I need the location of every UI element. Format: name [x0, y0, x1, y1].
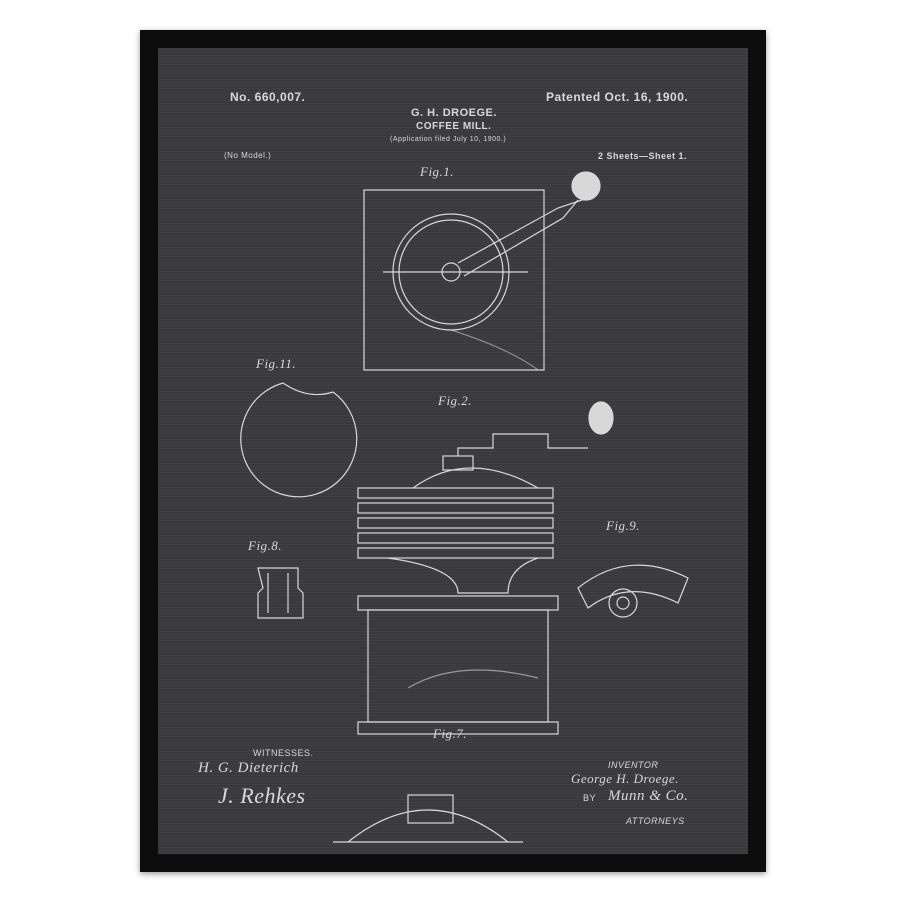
- fig-11-drawing: [240, 382, 358, 498]
- fig-2-label: Fig.2.: [438, 393, 473, 408]
- fig-1-drawing: [363, 171, 601, 371]
- fig-8-label: Fig.8.: [248, 538, 283, 553]
- patent-date: Patented Oct. 16, 1900.: [546, 90, 689, 104]
- fig-7-drawing: [333, 794, 523, 843]
- model-note: (No Model.): [224, 151, 272, 160]
- attorney-signature: Munn & Co.: [608, 788, 689, 804]
- witnesses-label: WITNESSES.: [253, 748, 314, 758]
- patent-drawings: [240, 171, 689, 843]
- sheet-note: 2 Sheets—Sheet 1.: [598, 151, 688, 161]
- fig-1-label: Fig.1.: [420, 164, 455, 179]
- fig-9-label: Fig.9.: [606, 518, 641, 533]
- inventor-label: INVENTOR: [608, 760, 659, 770]
- by-label: BY: [583, 793, 597, 803]
- application-note: (Application filed July 10, 1900.): [390, 136, 507, 143]
- inventor-name: G. H. DROEGE.: [411, 107, 497, 119]
- witness-signature-1: H. G. Dieterich: [198, 760, 299, 776]
- patent-number: No. 660,007.: [230, 90, 306, 104]
- picture-frame: No. 660,007. Patented Oct. 16, 1900. G. …: [140, 30, 766, 872]
- patent-print: No. 660,007. Patented Oct. 16, 1900. G. …: [158, 48, 748, 854]
- fig-11-label: Fig.11.: [256, 356, 297, 371]
- patent-title: COFFEE MILL.: [416, 121, 492, 132]
- fig-8-drawing: [257, 567, 304, 619]
- witness-signature-2: J. Rehkes: [218, 783, 306, 808]
- fig-2-drawing: [357, 401, 614, 735]
- fig-9-drawing: [577, 564, 689, 618]
- attorneys-label: ATTORNEYS: [626, 816, 685, 826]
- inventor-signature: George H. Droege.: [571, 771, 679, 786]
